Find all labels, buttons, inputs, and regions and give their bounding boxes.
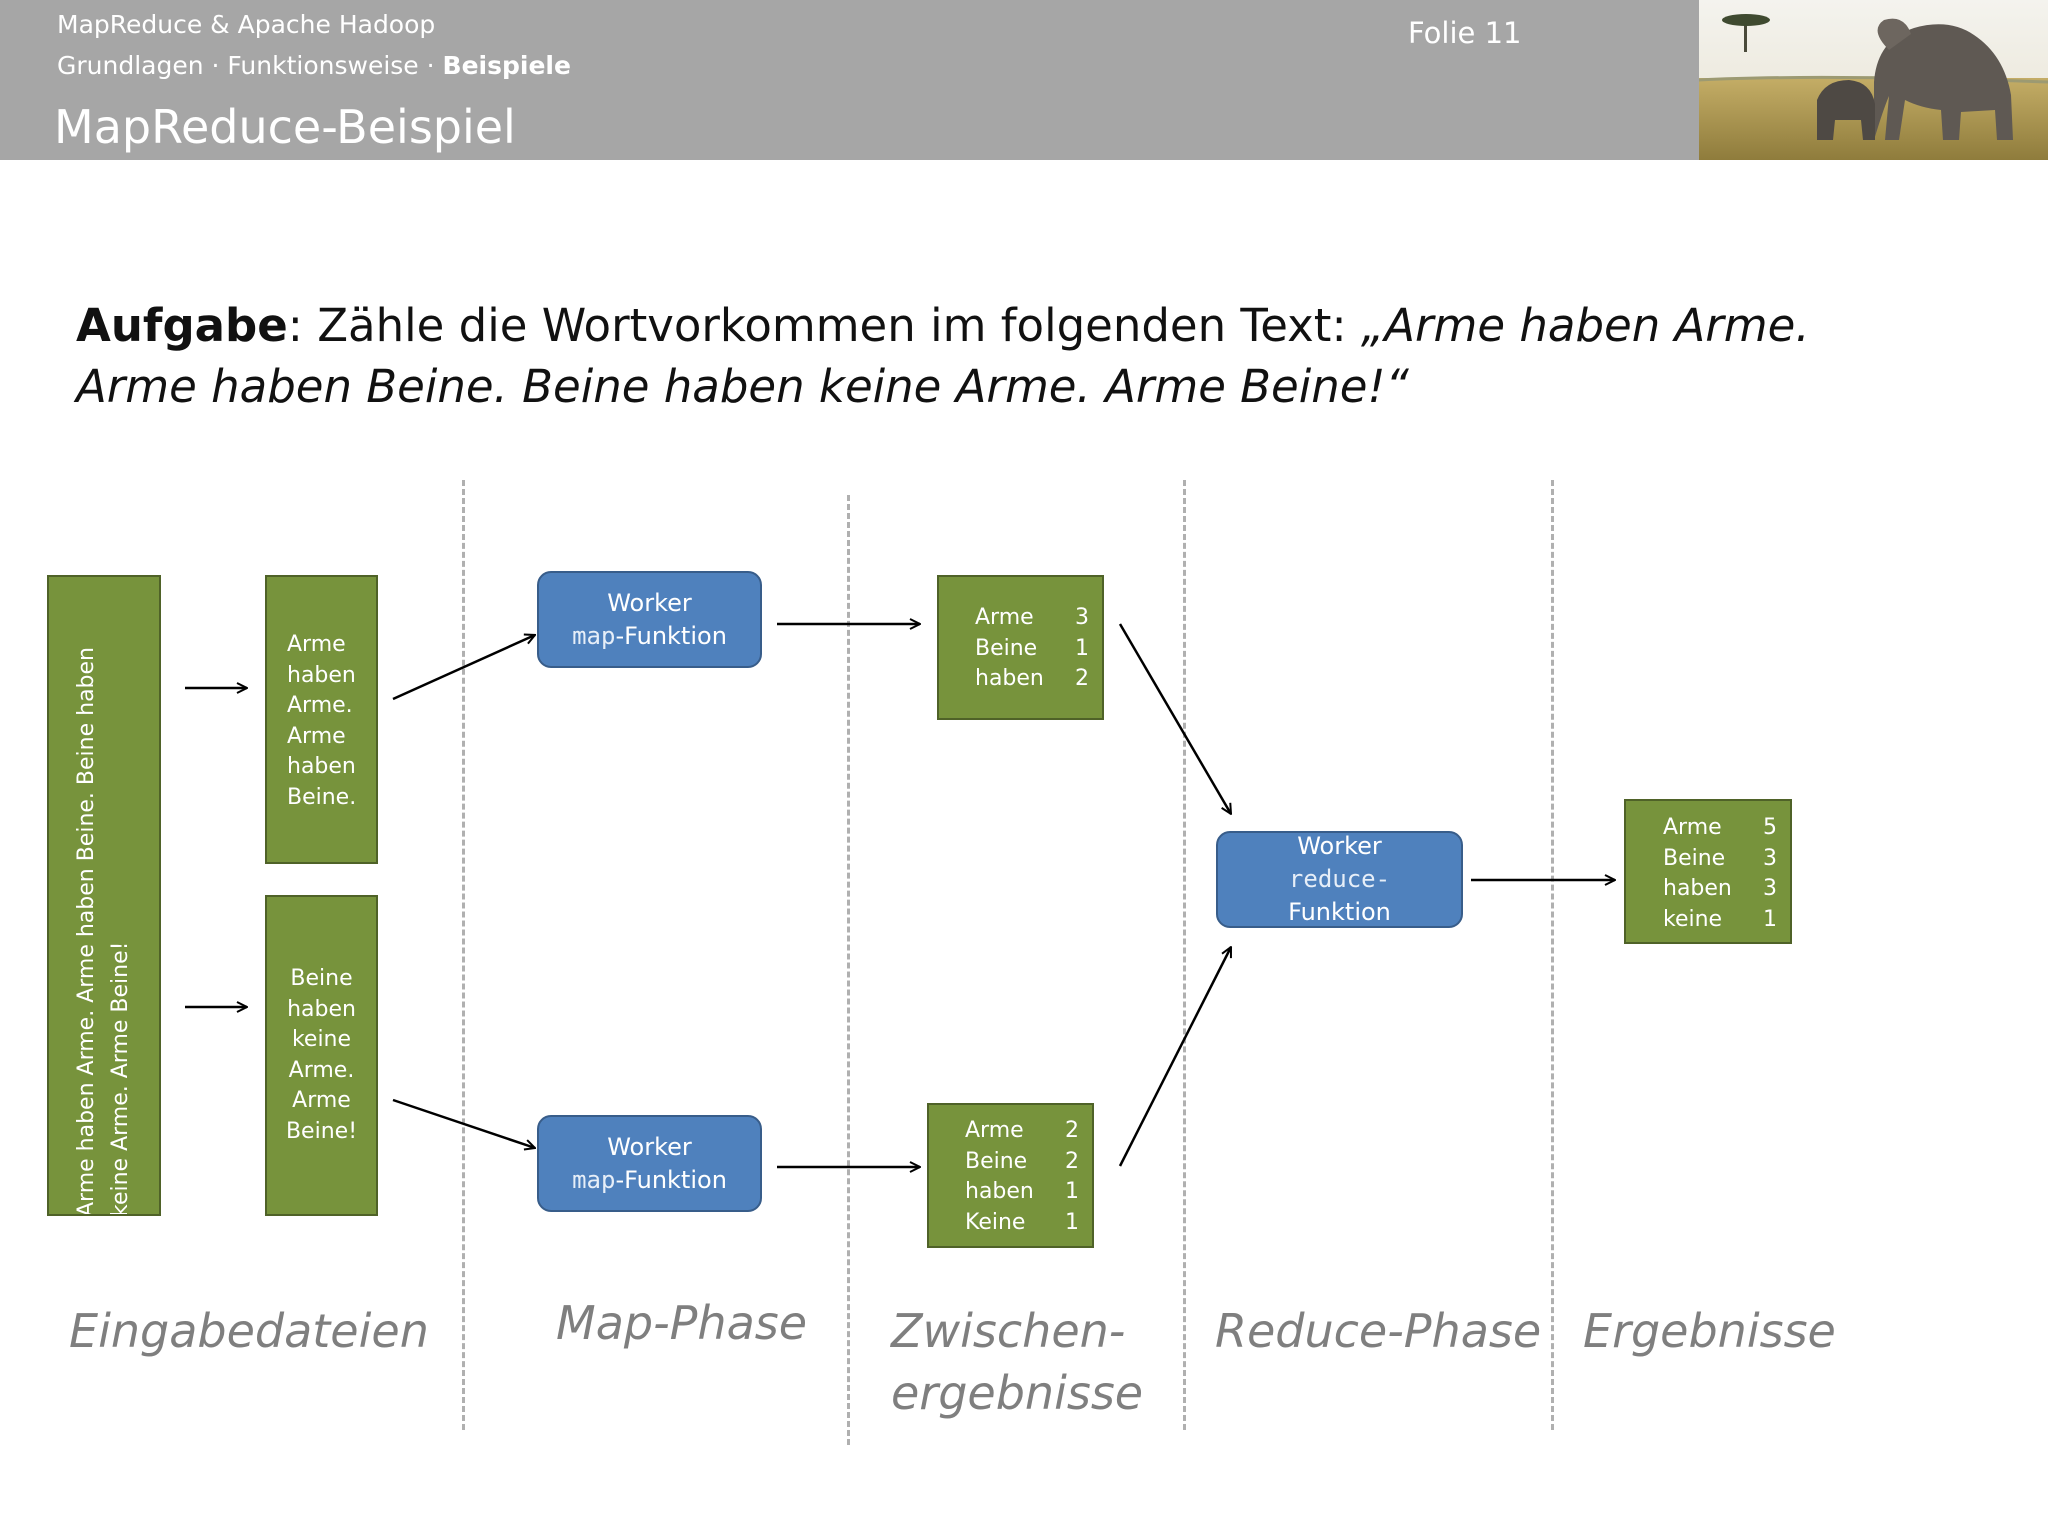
breadcrumb: Grundlagen · Funktionsweise · Beispiele — [57, 51, 571, 80]
count-cell: 1 — [1064, 1209, 1079, 1235]
map-worker-1: Worker map-Funktion — [537, 571, 762, 668]
task-statement: Aufgabe: Zähle die Wortvorkommen im folg… — [76, 295, 1816, 417]
word-cell: haben — [975, 666, 1044, 691]
split-word: Arme. — [287, 693, 353, 718]
count-cell: 1 — [1064, 1179, 1079, 1204]
count-cell: 1 — [1074, 635, 1089, 661]
phase-label-reduce: Reduce-Phase — [1215, 1304, 1542, 1358]
split-word: Arme. — [288, 1057, 355, 1083]
word-cell: Keine — [965, 1209, 1026, 1235]
worker-title: Worker — [607, 1132, 692, 1161]
split-word: Beine — [290, 966, 353, 991]
split-word: haben — [287, 996, 356, 1022]
final-result: Arme 5 Beine 3 haben 3 keine 1 — [1624, 799, 1792, 944]
phase-divider — [1183, 480, 1186, 1430]
phase-label-results: Ergebnisse — [1583, 1304, 1836, 1358]
function-suffix: Funktion — [1288, 898, 1391, 926]
word-cell: Beine — [975, 635, 1038, 661]
input-file-box: Arme haben Arme. Arme haben Beine. Beine… — [47, 575, 161, 1216]
word-cell: Arme — [975, 605, 1034, 630]
input-split-2: Beine haben keine Arme. Arme Beine! — [265, 895, 378, 1216]
word-cell: haben — [965, 1179, 1034, 1204]
slide-number: Folie 11 — [1408, 16, 1522, 50]
word-cell: haben — [1663, 876, 1732, 901]
slide-header: MapReduce & Apache Hadoop Grundlagen · F… — [0, 0, 1699, 160]
split-word: Beine! — [285, 1118, 358, 1144]
phase-label-intermediate: Zwischen- ergebnisse — [891, 1300, 1143, 1424]
arrow — [1118, 947, 1233, 1167]
input-split-1: Arme haben Arme. Arme haben Beine. — [265, 575, 378, 864]
count-cell: 3 — [1762, 876, 1777, 901]
worker-title: Worker — [607, 588, 692, 617]
worker-function: map-Funktion — [539, 1164, 760, 1197]
split-word: haben — [287, 754, 356, 779]
phase-divider — [847, 495, 850, 1445]
phase-label-map: Map-Phase — [556, 1296, 808, 1350]
split-word: keine — [291, 1027, 352, 1052]
phase-divider — [1551, 480, 1554, 1430]
split-word: Beine. — [287, 784, 357, 810]
count-cell: 5 — [1762, 815, 1777, 840]
page-title: MapReduce-Beispiel — [54, 100, 516, 154]
elephant-photo — [1699, 0, 2048, 160]
worker-title: Worker — [1297, 832, 1382, 860]
reduce-worker: Worker reduce- Funktion — [1216, 831, 1463, 928]
word-cell: Beine — [965, 1148, 1028, 1174]
count-cell: 3 — [1074, 605, 1089, 630]
task-quote: „Arme haben Arme. Arme haben Beine. Bein… — [76, 299, 1810, 413]
task-text: : Zähle die Wortvorkommen im folgenden T… — [287, 299, 1361, 352]
map-worker-2: Worker map-Funktion — [537, 1115, 762, 1212]
course-title: MapReduce & Apache Hadoop — [57, 10, 436, 39]
breadcrumb-current: Beispiele — [442, 51, 571, 80]
input-file-line: keine Arme. Arme Beine! — [108, 941, 133, 1216]
split-word: Arme — [287, 632, 346, 657]
count-cell: 1 — [1762, 906, 1777, 932]
breadcrumb-path: Grundlagen · Funktionsweise · — [57, 51, 443, 80]
count-table: Arme 3 Beine 1 haben 2 — [975, 603, 1102, 695]
input-file-text: Arme haben Arme. Arme haben Beine. Beine… — [70, 577, 138, 1216]
split-word: Arme — [287, 723, 346, 749]
phase-divider — [462, 480, 465, 1430]
word-cell: keine — [1663, 906, 1723, 932]
function-suffix: -Funktion — [615, 621, 727, 650]
worker-function: map-Funktion — [539, 620, 760, 653]
count-table: Arme 5 Beine 3 haben 3 keine 1 — [1663, 813, 1790, 935]
function-code: map — [572, 621, 616, 650]
word-cell: Arme — [1663, 815, 1722, 840]
intermediate-result-1: Arme 3 Beine 1 haben 2 — [937, 575, 1104, 720]
function-suffix: -Funktion — [615, 1165, 727, 1194]
input-file-line: Arme haben Arme. Arme haben Beine. Beine… — [74, 646, 99, 1216]
split-word: haben — [287, 662, 356, 688]
word-cell: Arme — [965, 1118, 1024, 1143]
count-cell: 2 — [1064, 1118, 1079, 1143]
count-cell: 3 — [1762, 845, 1777, 871]
task-label: Aufgabe — [76, 299, 288, 352]
phase-label-input: Eingabedateien — [69, 1304, 429, 1358]
function-code: reduce- — [1288, 865, 1391, 893]
count-cell: 2 — [1064, 1148, 1079, 1174]
intermediate-result-2: Arme 2 Beine 2 haben 1 Keine 1 — [927, 1103, 1094, 1248]
count-cell: 2 — [1074, 666, 1089, 691]
word-cell: Beine — [1663, 845, 1726, 871]
function-code: map — [572, 1165, 616, 1194]
phase-label-line: ergebnisse — [891, 1366, 1144, 1420]
arrow — [1118, 623, 1231, 814]
split-word: Arme — [292, 1088, 351, 1113]
count-table: Arme 2 Beine 2 haben 1 Keine 1 — [965, 1116, 1092, 1238]
phase-label-line: Zwischen- — [891, 1304, 1126, 1358]
